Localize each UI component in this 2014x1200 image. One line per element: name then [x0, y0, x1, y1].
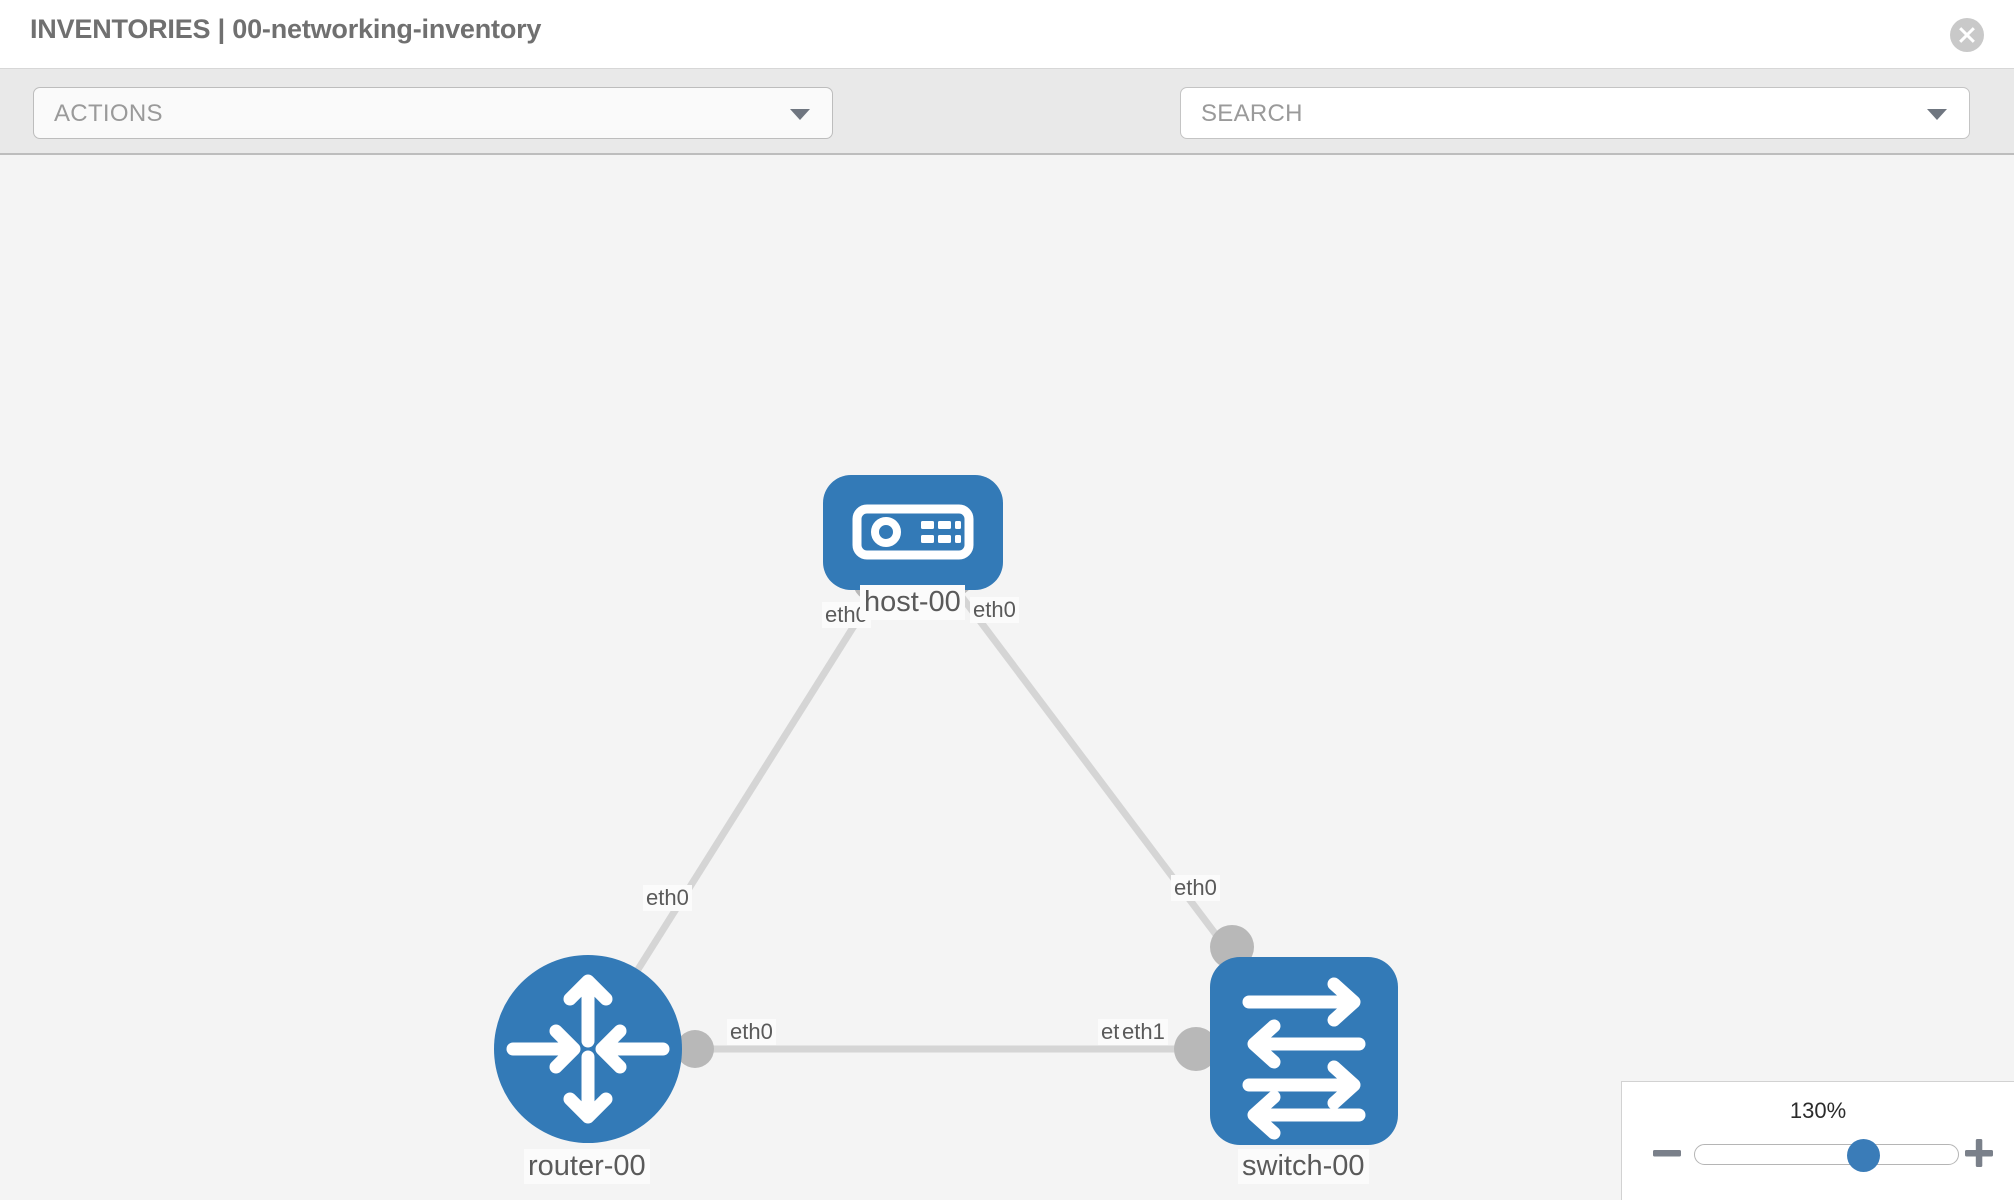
minus-icon[interactable] [1650, 1136, 1684, 1170]
page-header: INVENTORIES | 00-networking-inventory [0, 0, 2014, 69]
node-switch-00[interactable] [1210, 957, 1398, 1145]
actions-dropdown-label: ACTIONS [54, 100, 163, 127]
search-input[interactable]: SEARCH [1180, 87, 1970, 139]
toolbar: ACTIONS [0, 69, 2014, 201]
port-label: eth0 [970, 597, 1019, 623]
node-label-switch-00: switch-00 [1238, 1149, 1369, 1184]
zoom-slider-row [1622, 1134, 2014, 1174]
page-title: INVENTORIES | 00-networking-inventory [30, 14, 542, 44]
node-label-router-00: router-00 [524, 1149, 650, 1184]
close-icon[interactable] [1950, 18, 1984, 52]
node-router-00[interactable] [494, 955, 682, 1143]
chevron-down-icon[interactable] [1927, 109, 1947, 120]
port-label: eth0 [727, 1019, 776, 1045]
topology-ports [676, 558, 1254, 1071]
zoom-control-panel: 130% [1621, 1081, 2014, 1200]
plus-icon[interactable] [1962, 1136, 1996, 1170]
node-label-host-00: host-00 [860, 585, 965, 620]
port-circle-router00-east [676, 1030, 714, 1068]
actions-dropdown[interactable]: ACTIONS [33, 87, 833, 139]
port-label: eth0 [643, 885, 692, 911]
port-label: eth0 [1171, 875, 1220, 901]
port-label: eth1 [1119, 1019, 1168, 1045]
port-circle-switch00-west [1174, 1027, 1218, 1071]
zoom-percent-label: 130% [1789, 1098, 1847, 1123]
zoom-slider[interactable] [1694, 1139, 1959, 1172]
search-placeholder: SEARCH [1201, 100, 1303, 127]
topology-graph [494, 475, 1398, 1145]
zoom-slider-thumb[interactable] [1847, 1139, 1880, 1172]
topology-canvas[interactable]: eth0 eth0 eth0 eth0 eth0 eth0 eth1 host-… [0, 157, 2014, 1200]
chevron-down-icon [790, 109, 810, 120]
node-host-00[interactable] [823, 475, 1003, 590]
